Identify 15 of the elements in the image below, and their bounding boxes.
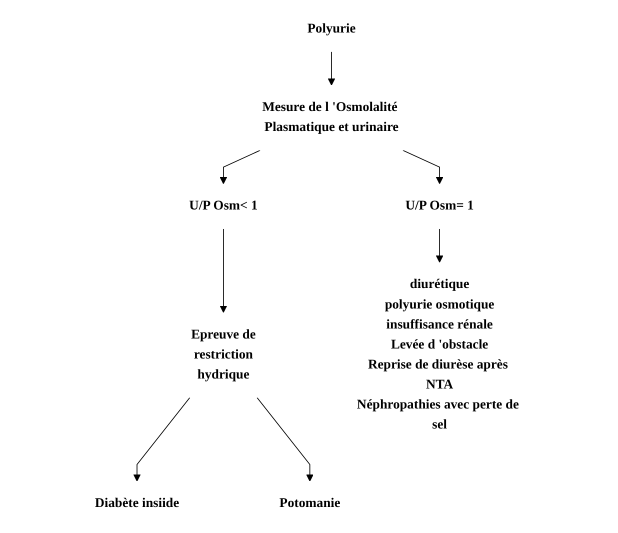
node-text: Epreuve de restriction hydrique: [191, 327, 256, 382]
arrow: [328, 51, 336, 86]
node-text: Diabète insiide: [94, 496, 180, 510]
arrow: [220, 150, 260, 184]
node-text: Polyurie: [307, 22, 356, 36]
node-text: diurétique polyurie osmotique insuffisance rénale Levée d 'obstacle Reprise de diurèse après NTA Néphropathies avec perte de sel: [356, 277, 519, 432]
arrow: [436, 228, 444, 263]
arrow: [220, 228, 228, 313]
node-text: Mesure de l 'Osmolalité Plasmatique et urinaire: [262, 100, 399, 135]
node-text: U/P Osm< 1: [189, 198, 258, 214]
arrow: [133, 397, 190, 482]
node-text: U/P Osm= 1: [405, 198, 474, 214]
arrow: [256, 397, 314, 482]
node-text: Potomanie: [279, 496, 340, 510]
arrow: [402, 150, 444, 184]
